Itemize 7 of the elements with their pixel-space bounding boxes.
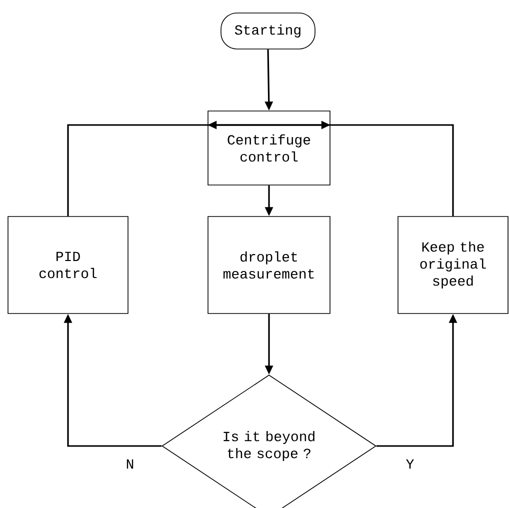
process-box: droplet measurement (208, 216, 330, 314)
edge-label: Y (404, 458, 416, 470)
process-box: PID control (8, 216, 128, 314)
process-box: Centrifuge control (208, 110, 330, 186)
start-terminal: Starting (220, 12, 316, 50)
edge-label: N (124, 458, 136, 470)
process-box: Keep the original speed (398, 216, 508, 314)
